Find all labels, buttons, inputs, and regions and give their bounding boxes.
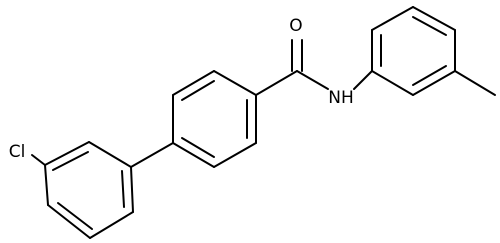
bond-double-inner xyxy=(412,65,447,86)
bond xyxy=(371,6,414,31)
bond-double-inner xyxy=(57,202,93,230)
bond-lines xyxy=(31,6,496,239)
bond xyxy=(213,70,257,96)
bond xyxy=(412,70,456,96)
bond-double-inner xyxy=(181,137,215,158)
oxygen-label: O xyxy=(289,16,302,36)
bond xyxy=(371,70,414,96)
bond-double-inner xyxy=(52,151,89,171)
bond xyxy=(44,164,49,206)
bond xyxy=(172,70,215,96)
bond-c-n xyxy=(296,70,329,90)
bond-double-inner xyxy=(121,170,125,208)
bond xyxy=(172,142,215,168)
bond-double-inner xyxy=(181,80,215,101)
bond-n-c xyxy=(353,70,373,90)
bond-c-cl xyxy=(31,154,46,166)
bond-double-inner xyxy=(412,16,447,36)
bond xyxy=(88,141,132,168)
bond xyxy=(130,166,134,213)
bond xyxy=(412,6,456,31)
chlorine-label: Cl xyxy=(9,142,26,162)
bond xyxy=(213,142,257,168)
bond-methyl xyxy=(454,70,496,96)
bond xyxy=(47,204,91,239)
nitrogen-label: NH xyxy=(328,88,354,108)
bond-biaryl xyxy=(130,142,174,168)
atom-labels: O NH Cl xyxy=(9,16,354,162)
bond xyxy=(44,141,90,166)
bond xyxy=(89,211,134,239)
bond xyxy=(255,70,298,96)
